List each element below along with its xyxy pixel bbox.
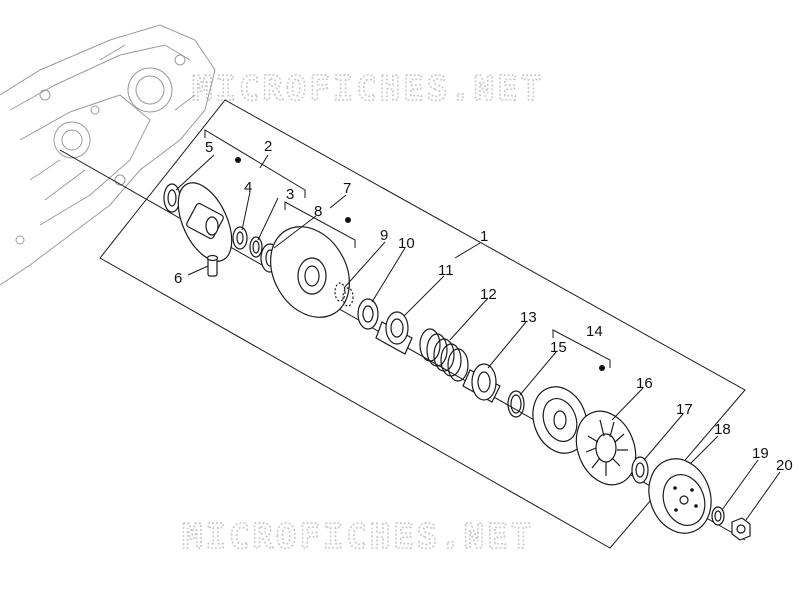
bracket-7 xyxy=(284,201,356,248)
callout-5: 5 xyxy=(205,139,213,156)
bracket-14 xyxy=(552,329,611,368)
callout-18: 18 xyxy=(714,421,731,438)
callout-17: 17 xyxy=(676,401,693,418)
part-10-bearing-icon xyxy=(357,298,379,330)
part-14-clutch-assembly-icon xyxy=(532,365,605,454)
part-7-movable-half-pulley-icon xyxy=(270,217,351,318)
callout-2: 2 xyxy=(264,138,272,155)
callout-16: 16 xyxy=(636,375,653,392)
callout-4: 4 xyxy=(244,179,252,196)
callout-20: 20 xyxy=(776,457,793,474)
part-19-washer-icon xyxy=(711,506,725,526)
callout-7: 7 xyxy=(343,180,351,197)
leader-lines xyxy=(175,154,781,521)
callout-10: 10 xyxy=(398,235,415,252)
callout-19: 19 xyxy=(752,445,769,462)
callout-15: 15 xyxy=(550,339,567,356)
part-9-washer-icon xyxy=(334,282,354,307)
callout-1: 1 xyxy=(480,228,488,245)
callout-8: 8 xyxy=(314,203,322,220)
callout-13: 13 xyxy=(520,309,537,326)
part-2-fixed-half-pulley-icon xyxy=(177,157,241,262)
part-13-bushing-icon xyxy=(462,363,501,403)
part-11-sleeve-icon xyxy=(375,311,413,355)
watermark-bottom: MICROFICHES.NET xyxy=(182,517,534,557)
part-20-nut-icon xyxy=(731,517,751,541)
watermark-top: MICROFICHES.NET xyxy=(192,69,544,109)
part-15-circlip-icon xyxy=(507,390,525,418)
part-16-fan-pulley-icon xyxy=(575,410,637,486)
part-3-ring-icon xyxy=(249,236,263,258)
part-17-washer-icon xyxy=(631,456,649,484)
bracket-2 xyxy=(204,129,306,198)
assembly-1-frame xyxy=(99,99,746,549)
part-12-spring-icon xyxy=(419,328,469,382)
crankcase-outline-icon xyxy=(0,24,216,286)
callout-12: 12 xyxy=(480,286,497,303)
part-4-bearing-icon xyxy=(232,226,248,250)
callout-6: 6 xyxy=(174,270,182,287)
part-6-bolt-icon xyxy=(206,254,219,277)
callout-3: 3 xyxy=(286,186,294,203)
part-18-clutch-bell-icon xyxy=(648,458,712,534)
callout-11: 11 xyxy=(438,262,454,279)
callout-14: 14 xyxy=(586,323,603,340)
callout-9: 9 xyxy=(380,227,388,244)
